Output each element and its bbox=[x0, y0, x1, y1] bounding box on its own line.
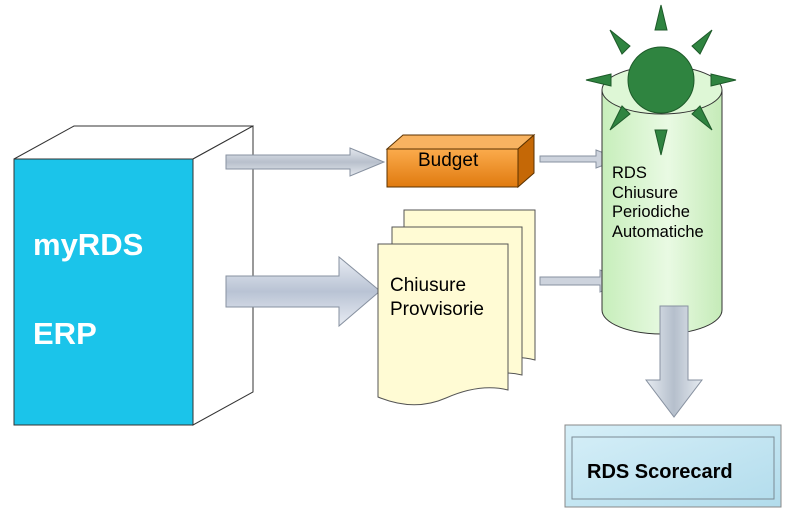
budget-block bbox=[385, 133, 536, 189]
rds-label-line1: RDS bbox=[612, 164, 647, 182]
arrow-erp-to-chiusure bbox=[225, 255, 381, 328]
sun-icon bbox=[585, 4, 737, 156]
budget-block-top bbox=[385, 134, 536, 150]
rds-label: RDS Chiusure Periodiche Automatiche bbox=[612, 164, 704, 242]
erp-title: myRDS bbox=[33, 227, 144, 262]
chiusure-label-line1: Chiusure bbox=[390, 275, 467, 296]
erp-subtitle: ERP bbox=[33, 316, 97, 351]
arrow-rds-to-scorecard bbox=[644, 305, 704, 418]
chiusure-label: Chiusure Provvisorie bbox=[390, 274, 484, 322]
rds-label-line3: Periodiche bbox=[612, 203, 690, 221]
document-page-front bbox=[377, 243, 509, 406]
erp-box-front bbox=[13, 158, 194, 426]
budget-block-front bbox=[386, 148, 519, 188]
scorecard-label: RDS Scorecard bbox=[587, 461, 733, 483]
budget-label: Budget bbox=[418, 150, 479, 171]
erp-server-box bbox=[13, 125, 254, 426]
rds-label-line2: Chiusure bbox=[612, 183, 679, 202]
document-stack bbox=[377, 209, 536, 406]
scorecard-inner bbox=[571, 436, 775, 500]
scorecard-outer bbox=[564, 424, 782, 508]
scorecard-panel bbox=[564, 424, 782, 508]
arrow-erp-to-budget bbox=[225, 147, 386, 177]
rds-label-line4: Automatiche bbox=[612, 222, 704, 241]
chiusure-label-line2: Provvisorie bbox=[390, 299, 484, 320]
